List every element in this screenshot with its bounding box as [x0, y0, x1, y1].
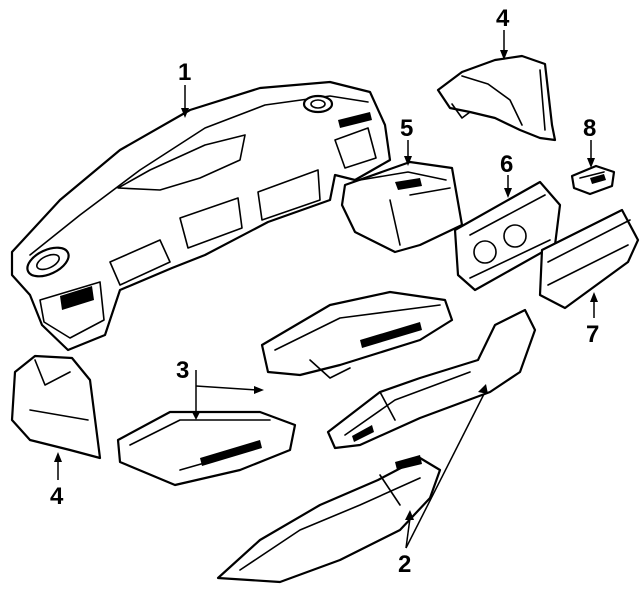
- callout-3: 3: [176, 357, 189, 384]
- callout-6: 6: [500, 151, 513, 178]
- callout-8: 8: [583, 115, 596, 142]
- callout-4-top: 4: [496, 5, 510, 32]
- callout-1: 1: [178, 59, 191, 86]
- callout-7: 7: [586, 321, 599, 348]
- lower-panel-upper-part: [326, 308, 537, 450]
- callout-2: 2: [398, 551, 411, 578]
- trim-panel-upper-part: [260, 290, 454, 379]
- instrument-panel-part: [10, 80, 392, 352]
- callout-5: 5: [400, 115, 413, 142]
- callout-labels: 1 4 5 6 8 7 3 4 2: [50, 5, 599, 578]
- switch-part: [570, 164, 616, 196]
- trim-panel-lower-part: [116, 410, 297, 487]
- center-bracket-part: [340, 160, 464, 254]
- callout-leaders: [54, 30, 598, 549]
- side-cover-lower-part: [10, 354, 102, 460]
- glove-box-door-part: [538, 208, 640, 310]
- knee-bolster-upper-part: [436, 54, 557, 142]
- lower-panel-lower-part: [216, 455, 442, 584]
- callout-4-bottom: 4: [50, 483, 64, 510]
